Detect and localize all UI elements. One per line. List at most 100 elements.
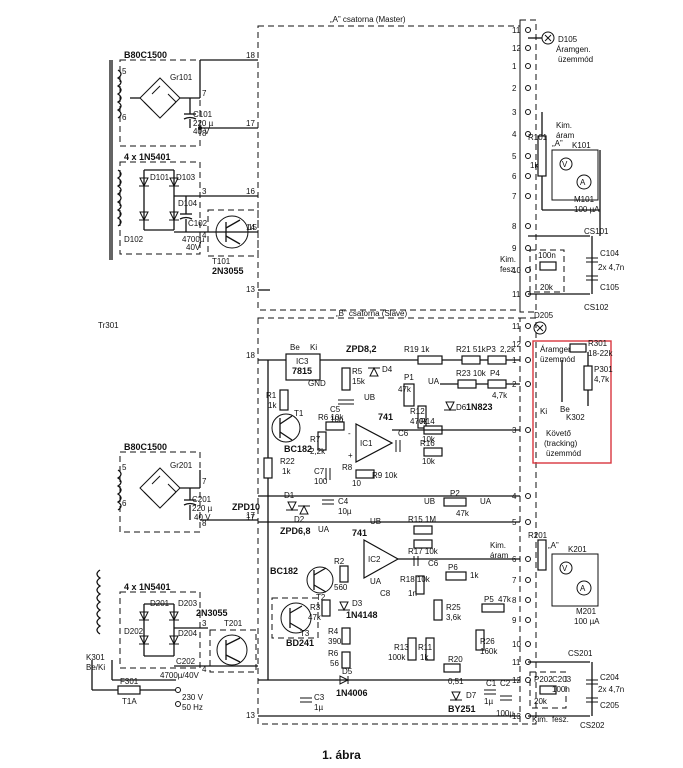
svg-text:R7: R7 (310, 435, 321, 444)
svg-text:1N4148: 1N4148 (346, 610, 378, 620)
svg-text:13: 13 (246, 711, 255, 720)
svg-text:D103: D103 (176, 173, 196, 182)
svg-text:3: 3 (512, 108, 517, 117)
svg-text:(tracking): (tracking) (544, 439, 578, 448)
svg-text:R12: R12 (410, 407, 425, 416)
ammeter-m201 (576, 580, 592, 596)
svg-text:1k: 1k (282, 467, 291, 476)
svg-text:C105: C105 (600, 283, 620, 292)
diode-d2 (299, 504, 309, 515)
svg-text:UA: UA (480, 497, 492, 506)
fuse-f301 (117, 685, 141, 695)
svg-text:0,51: 0,51 (448, 677, 464, 686)
svg-text:C202: C202 (176, 657, 196, 666)
opamp-ic2 (363, 538, 400, 580)
svg-text:47k: 47k (498, 595, 512, 604)
voltmeter-v201 (559, 561, 573, 575)
svg-text:üzemmód: üzemmód (546, 449, 581, 458)
resistor-r13 (407, 637, 417, 661)
svg-text:100µ: 100µ (496, 709, 514, 718)
svg-text:UB: UB (370, 517, 381, 526)
svg-text:10k: 10k (422, 435, 436, 444)
svg-text:7815: 7815 (292, 366, 312, 376)
resistor-r301 (569, 343, 587, 353)
diode-d1 (287, 501, 297, 512)
diode-d4 (369, 366, 379, 377)
svg-text:M101: M101 (574, 195, 595, 204)
svg-text:C6: C6 (398, 429, 409, 438)
svg-text:UA: UA (370, 577, 382, 586)
potentiometer-p202 (539, 685, 557, 695)
svg-text:BC182: BC182 (284, 444, 312, 454)
svg-text:11: 11 (512, 658, 521, 667)
resistor-r11 (425, 637, 435, 661)
svg-text:„A”: „A” (552, 139, 563, 148)
svg-text:4700µ: 4700µ (182, 235, 205, 244)
svg-text:4 x 1N5401: 4 x 1N5401 (124, 582, 171, 592)
opamp-ic1 (355, 423, 394, 463)
svg-text:R6 10k: R6 10k (318, 413, 344, 422)
svg-text:18: 18 (246, 351, 255, 360)
svg-text:R2: R2 (334, 557, 345, 566)
svg-text:R101: R101 (528, 133, 548, 142)
regulator-ic3 (285, 353, 321, 381)
svg-text:V: V (562, 564, 568, 573)
svg-text:12: 12 (512, 340, 521, 349)
svg-text:ZPD6,8: ZPD6,8 (280, 526, 311, 536)
svg-text:R18 10k: R18 10k (400, 575, 431, 584)
svg-text:M201: M201 (576, 607, 597, 616)
svg-text:5: 5 (512, 518, 517, 527)
svg-text:D201: D201 (150, 599, 170, 608)
potentiometer-p102-box (529, 249, 565, 293)
svg-text:R20: R20 (448, 655, 463, 664)
svg-text:UB: UB (364, 393, 375, 402)
svg-text:P3: P3 (486, 345, 496, 354)
svg-text:Kim.: Kim. (532, 715, 548, 724)
svg-text:IC1: IC1 (360, 439, 373, 448)
master-pin-column (519, 19, 537, 313)
svg-text:1k: 1k (420, 653, 429, 662)
svg-text:230 V: 230 V (182, 693, 204, 702)
svg-text:K301: K301 (86, 653, 105, 662)
transistor-t201-box (209, 629, 257, 673)
svg-text:11: 11 (512, 322, 521, 331)
svg-text:8: 8 (202, 519, 207, 528)
slave-channel-label: „B” csatorna (Slave) (336, 309, 407, 318)
svg-text:4: 4 (512, 130, 517, 139)
svg-text:Gr201: Gr201 (170, 461, 193, 470)
svg-text:T1: T1 (294, 409, 304, 418)
svg-text:7: 7 (202, 477, 207, 486)
svg-text:T1A: T1A (122, 697, 137, 706)
svg-text:2x 4,7n: 2x 4,7n (598, 685, 624, 694)
diode-bridge-top-box (119, 161, 201, 255)
svg-text:Kim.: Kim. (490, 541, 506, 550)
svg-text:CS201: CS201 (568, 649, 593, 658)
svg-text:40 V: 40 V (194, 513, 211, 522)
transistor-t2 (306, 566, 334, 594)
svg-text:R25: R25 (446, 603, 461, 612)
svg-text:R8: R8 (342, 463, 353, 472)
svg-text:3: 3 (202, 619, 207, 628)
potentiometer-p6 (445, 571, 467, 581)
led-d105 (541, 31, 555, 45)
svg-text:12: 12 (512, 44, 521, 53)
svg-text:Be: Be (290, 343, 300, 352)
figure-caption: 1. ábra (322, 748, 361, 762)
svg-text:D104: D104 (178, 199, 198, 208)
svg-text:D102: D102 (124, 235, 144, 244)
potentiometer-p3 (487, 355, 507, 365)
svg-text:2: 2 (512, 84, 517, 93)
resistor-r101 (537, 135, 547, 177)
svg-text:R26: R26 (480, 637, 495, 646)
svg-text:20k: 20k (534, 697, 548, 706)
svg-text:5: 5 (122, 67, 127, 76)
svg-text:Be: Be (560, 405, 570, 414)
resistor-r9 (355, 469, 375, 479)
svg-text:100n: 100n (552, 685, 570, 694)
potentiometer-p4 (487, 379, 507, 389)
svg-text:6: 6 (122, 499, 127, 508)
svg-text:10µ: 10µ (330, 415, 344, 424)
svg-text:390: 390 (328, 637, 342, 646)
svg-text:fesz.: fesz. (552, 715, 569, 724)
svg-text:3,6k: 3,6k (446, 613, 462, 622)
